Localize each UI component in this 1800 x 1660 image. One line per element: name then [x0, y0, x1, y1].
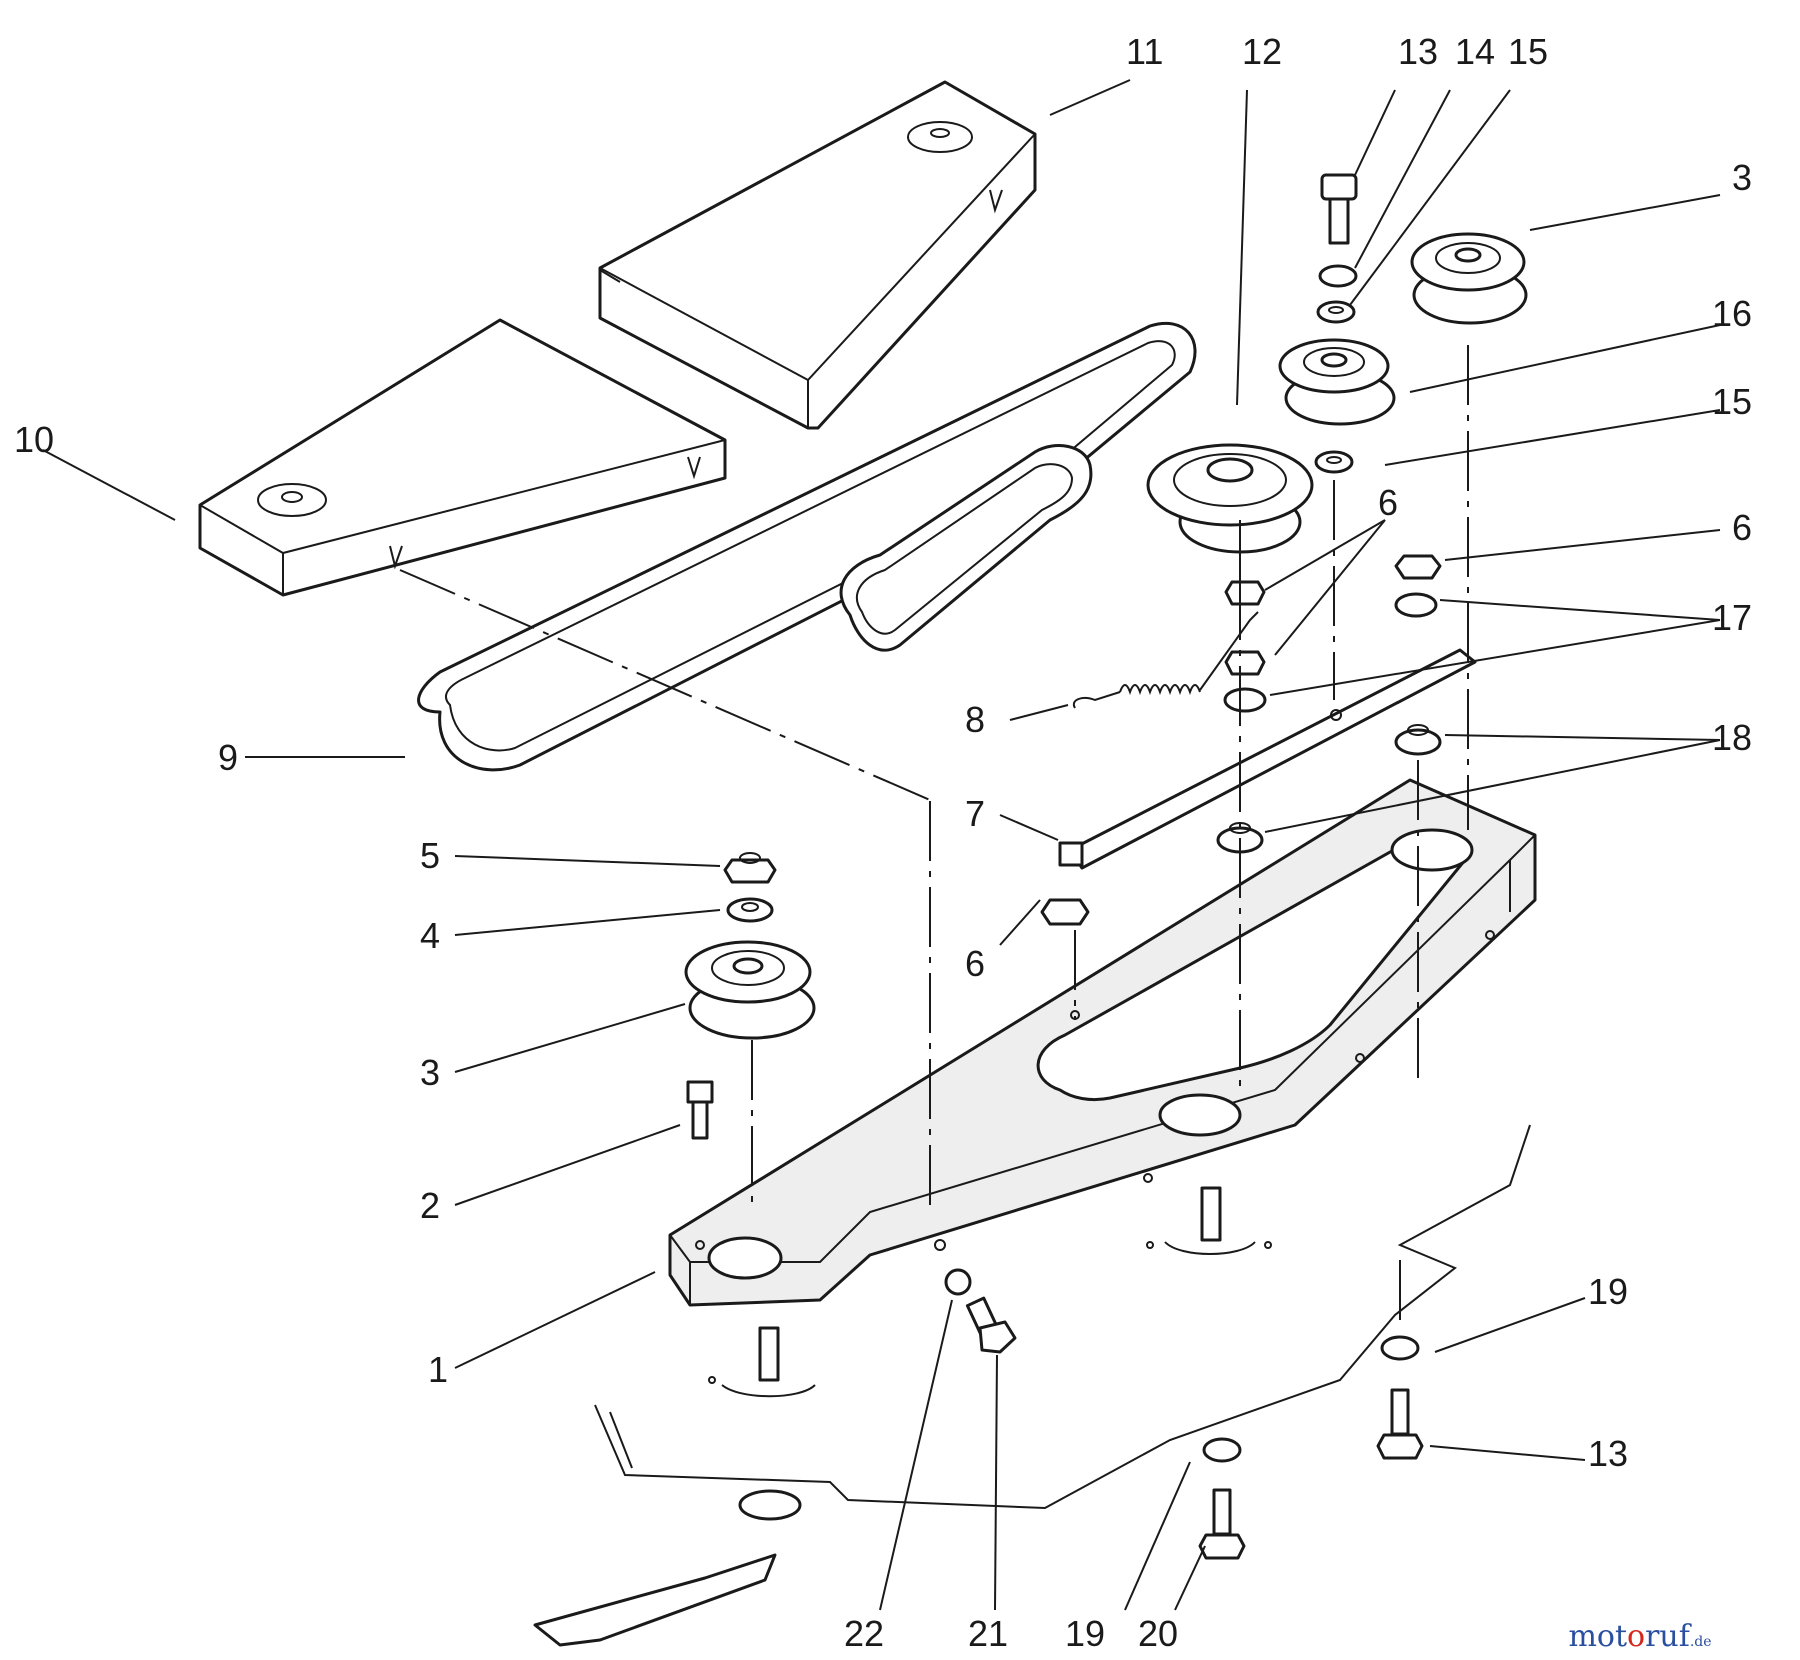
- washer-14: [1318, 264, 1358, 288]
- bolt-20: [1198, 1488, 1246, 1560]
- watermark-part: .de: [1690, 1634, 1712, 1650]
- axis-lines: [399, 345, 1469, 1330]
- cover-11: [598, 80, 1037, 430]
- callout-19-left: 19: [1065, 1613, 1105, 1654]
- callout-4: 4: [420, 915, 440, 956]
- watermark-part: mot: [1568, 1619, 1627, 1654]
- callout-14: 14: [1455, 31, 1495, 72]
- callout-12: 12: [1242, 31, 1282, 72]
- callout-3-lower: 3: [420, 1052, 440, 1093]
- nut-6-b: [1224, 650, 1266, 676]
- callout-11: 11: [1126, 31, 1163, 72]
- callout-21: 21: [968, 1613, 1008, 1654]
- plate-1: [668, 778, 1537, 1307]
- washer-15-lower: [1314, 450, 1354, 474]
- callout-9: 9: [218, 737, 238, 778]
- callout-8: 8: [965, 699, 985, 740]
- washer-17-a: [1223, 687, 1267, 713]
- bushing-18-a: [1394, 724, 1442, 756]
- nut-5: [723, 852, 777, 884]
- nut-6-d: [1040, 898, 1090, 926]
- nut-6-a: [1224, 580, 1266, 606]
- bolt-21: [965, 1296, 1017, 1354]
- washer-19-left: [1202, 1437, 1242, 1463]
- pulley-3-lower: [684, 940, 816, 1040]
- spindle-right: [1146, 1186, 1272, 1255]
- callout-22: 22: [844, 1613, 884, 1654]
- callouts: 1 2 3 3 4 5 6 6 6 7 8 9 10 11 12 13 13 1…: [14, 31, 1752, 1654]
- washer-22: [944, 1268, 972, 1296]
- callout-6-right: 6: [1732, 507, 1752, 548]
- callout-18: 18: [1712, 717, 1752, 758]
- callout-19-right: 19: [1588, 1271, 1628, 1312]
- callout-13-lower: 13: [1588, 1433, 1628, 1474]
- callout-5: 5: [420, 835, 440, 876]
- callout-7: 7: [965, 793, 985, 834]
- callout-3-upper: 3: [1732, 157, 1752, 198]
- callout-1: 1: [428, 1349, 448, 1390]
- cover-10: [198, 318, 727, 597]
- bolt-13-lower: [1376, 1388, 1424, 1460]
- callout-17: 17: [1712, 597, 1752, 638]
- watermark-part: ruf: [1645, 1619, 1692, 1654]
- pulley-3-upper: [1410, 232, 1528, 325]
- callout-15-lower: 15: [1712, 381, 1752, 422]
- pulley-16: [1278, 338, 1396, 426]
- washer-19-right: [1380, 1335, 1420, 1361]
- callout-15-upper: 15: [1508, 31, 1548, 72]
- callout-2: 2: [420, 1185, 440, 1226]
- washer-15-upper: [1316, 300, 1356, 324]
- callout-10: 10: [14, 419, 54, 460]
- callout-16: 16: [1712, 293, 1752, 334]
- washer-17-b: [1394, 592, 1438, 618]
- washer-4: [726, 897, 774, 923]
- callout-6-center: 6: [1378, 482, 1398, 523]
- spindle-left: [708, 1326, 816, 1398]
- deck-outline: [533, 1124, 1531, 1647]
- bolt-13-upper: [1320, 173, 1358, 245]
- watermark: motoruf.de: [1568, 1619, 1711, 1654]
- pulley-12: [1146, 443, 1314, 554]
- belt-9: [417, 321, 1197, 772]
- bolt-2: [686, 1080, 714, 1140]
- callout-6-lower: 6: [965, 943, 985, 984]
- callout-13-upper: 13: [1398, 31, 1438, 72]
- idler-arm-7: [1058, 648, 1477, 870]
- watermark-part: o: [1627, 1619, 1645, 1654]
- callout-20: 20: [1138, 1613, 1178, 1654]
- leader-lines: [42, 79, 1721, 1611]
- nut-6-c: [1394, 554, 1442, 580]
- spring-8: [1072, 611, 1259, 709]
